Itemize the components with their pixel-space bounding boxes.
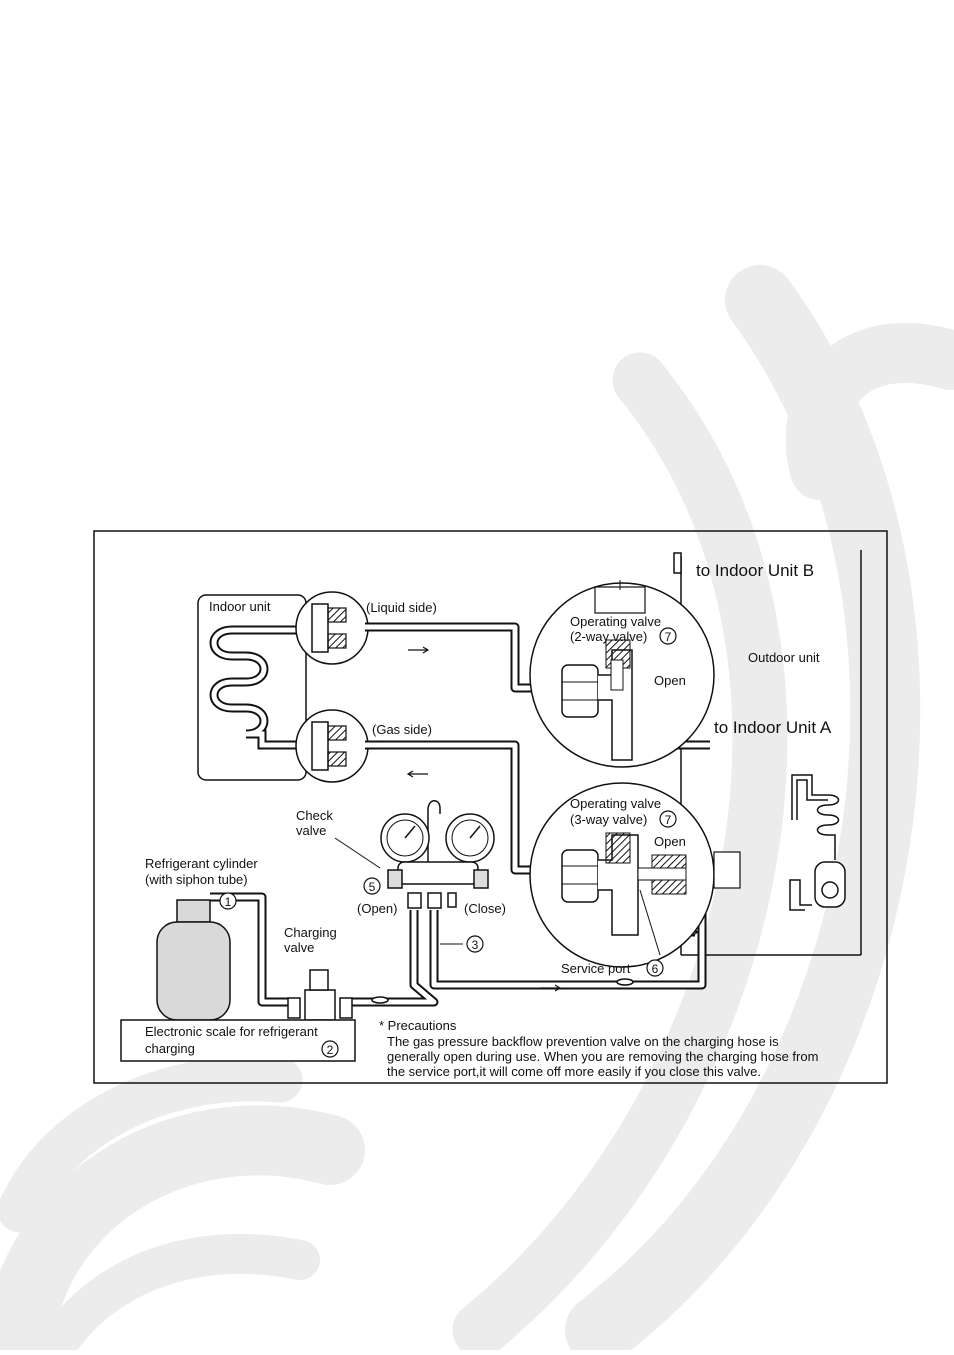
- number-3: 3: [472, 938, 479, 952]
- op-valve-2way-line1: Operating valve: [570, 614, 661, 629]
- electronic-scale: [120, 1019, 356, 1062]
- check-valve-line1: Check: [296, 808, 333, 823]
- refrigerant-cylinder: [156, 899, 231, 1021]
- indoor-unit: [197, 594, 307, 781]
- number-circles: [219, 627, 677, 1058]
- diagram-frame: [93, 530, 888, 1084]
- precautions-line2: generally open during use. When you are …: [387, 1049, 818, 1064]
- gas-flare-connection: [295, 709, 369, 783]
- indoor-unit-label: Indoor unit: [209, 599, 271, 614]
- precautions-title: * Precautions: [379, 1018, 457, 1033]
- scale-line1: Electronic scale for refrigerant: [145, 1024, 318, 1039]
- number-5: 5: [369, 880, 376, 894]
- charging-valve-line2: valve: [284, 940, 314, 955]
- liquid-flare-connection: [295, 591, 369, 665]
- precautions-line3: the service port,it will come off more e…: [387, 1064, 761, 1079]
- number-2: 2: [327, 1043, 334, 1057]
- to-indoor-unit-a-label: to Indoor Unit A: [714, 718, 832, 737]
- op-valve-3way-line1: Operating valve: [570, 796, 661, 811]
- cylinder-line2: (with siphon tube): [145, 872, 248, 887]
- background-watermark: [0, 265, 954, 1355]
- number-7-lower: 7: [665, 813, 672, 827]
- number-6: 6: [652, 962, 659, 976]
- op-valve-2way-line2: (2-way valve): [570, 629, 647, 644]
- open-lower-label: Open: [654, 834, 686, 849]
- open-paren-label: (Open): [357, 901, 397, 916]
- op-valve-3way-line2: (3-way valve): [570, 812, 647, 827]
- liquid-side-label: (Liquid side): [366, 600, 437, 615]
- outdoor-unit-label: Outdoor unit: [748, 650, 820, 665]
- leader-lines: [334, 837, 661, 956]
- scale-line2: charging: [145, 1041, 195, 1056]
- to-indoor-unit-b-label: to Indoor Unit B: [696, 561, 814, 580]
- compressor-icon: [789, 774, 846, 911]
- charging-valve-line1: Charging: [284, 925, 337, 940]
- valve-3way-circle: [529, 782, 741, 968]
- charging-valve: [287, 969, 634, 1021]
- precautions-line1: The gas pressure backflow prevention val…: [387, 1034, 779, 1049]
- service-port-label: Service port: [561, 961, 631, 976]
- manifold-gauge: [380, 800, 495, 909]
- valve-2way-circle: [529, 580, 715, 768]
- gas-side-label: (Gas side): [372, 722, 432, 737]
- check-valve-line2: valve: [296, 823, 326, 838]
- close-paren-label: (Close): [464, 901, 506, 916]
- number-1: 1: [225, 895, 232, 909]
- cylinder-line1: Refrigerant cylinder: [145, 856, 258, 871]
- open-upper-label: Open: [654, 673, 686, 688]
- number-7-upper: 7: [665, 630, 672, 644]
